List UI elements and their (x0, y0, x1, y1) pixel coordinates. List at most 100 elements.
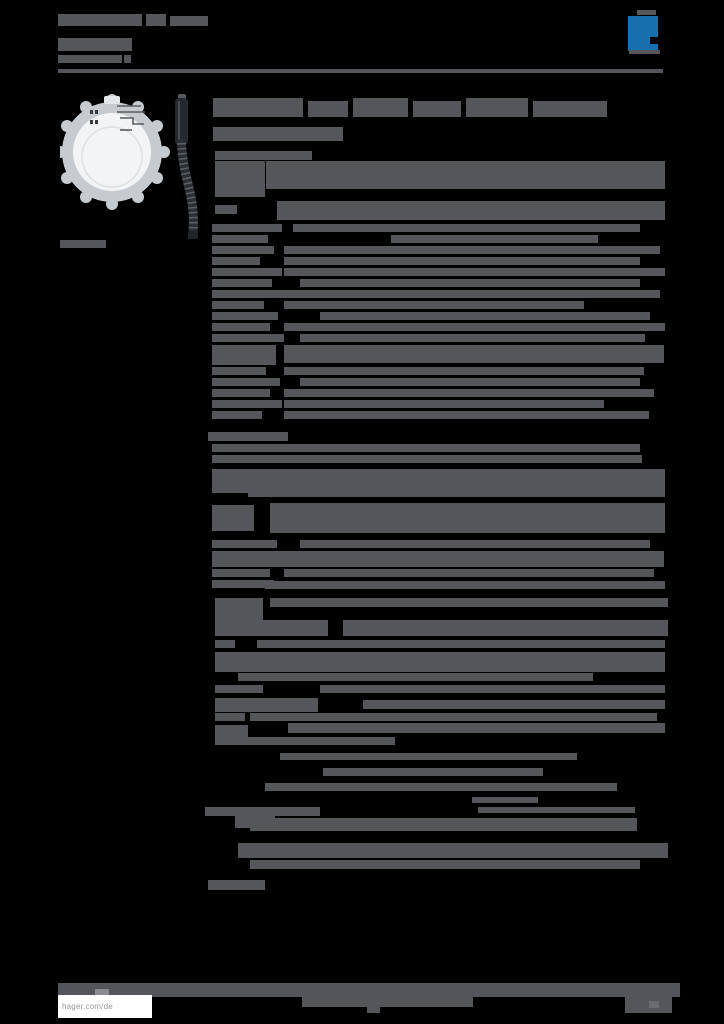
redacted-text-line (212, 312, 278, 320)
redacted-text-line (323, 768, 543, 776)
redacted-text-line (284, 411, 649, 419)
redacted-text-line (391, 235, 598, 243)
redacted-product-ref (60, 240, 106, 248)
redacted-text-line (212, 246, 274, 254)
redacted-title-segment (413, 101, 461, 117)
redacted-header-line (124, 55, 131, 63)
hager-logo-icon (628, 16, 658, 53)
redacted-text-line (212, 580, 274, 588)
redacted-text-line (215, 713, 245, 721)
redacted-text-line (212, 378, 280, 386)
redacted-text-line (212, 367, 266, 375)
redacted-header-line (58, 55, 122, 63)
redacted-text-line (248, 737, 395, 745)
redacted-text-line (248, 469, 665, 497)
redacted-title-segment (213, 98, 303, 117)
redacted-text-line (288, 723, 665, 733)
footer-page-info-inner (649, 1001, 659, 1008)
redacted-text-line (212, 400, 282, 408)
redacted-header-line (170, 16, 208, 26)
redacted-logo-text (629, 50, 660, 54)
redacted-text-line (284, 301, 584, 309)
redacted-text-line (212, 389, 270, 397)
redacted-text-line (238, 843, 668, 858)
redacted-text-line (472, 797, 538, 803)
redacted-text-line (250, 713, 657, 721)
redacted-footer-center (302, 997, 473, 1007)
redacted-text-line (257, 640, 665, 648)
redacted-text-line (215, 161, 265, 197)
redacted-text-line (215, 652, 665, 672)
redacted-subtitle (213, 127, 343, 141)
round-device (60, 94, 170, 210)
redacted-text-line (250, 455, 642, 463)
redacted-text-line (277, 201, 665, 220)
redacted-text-line (212, 569, 270, 577)
redacted-text-line (266, 161, 665, 189)
redacted-text-line (300, 540, 650, 548)
footer-band (58, 983, 680, 997)
redacted-text-line (284, 323, 665, 331)
redacted-text-line (212, 301, 264, 309)
redacted-header-line (58, 38, 132, 51)
redacted-text-line (212, 235, 268, 243)
sensor-probe (175, 94, 198, 239)
redacted-text-line (320, 312, 650, 320)
redacted-text-line (284, 551, 664, 567)
plate-diagram (117, 105, 145, 131)
redacted-logo-text (637, 10, 656, 15)
redacted-text-line (215, 640, 235, 648)
header-divider-rule (58, 69, 663, 73)
redacted-header-line (146, 14, 166, 26)
redacted-text-line (265, 783, 617, 791)
redacted-text-line (208, 880, 265, 890)
redacted-text-line (284, 345, 664, 363)
redacted-text-line (215, 725, 248, 745)
redacted-text-line (212, 279, 272, 287)
redacted-text-line (215, 205, 237, 214)
redacted-text-line (300, 334, 645, 342)
redacted-text-line (205, 807, 320, 816)
redacted-text-line (280, 753, 577, 760)
redacted-text-line (212, 224, 282, 232)
redacted-text-line (248, 444, 640, 452)
redacted-text-line (284, 290, 660, 298)
footer-website-link[interactable]: hager.com/de (62, 1002, 113, 1011)
redacted-text-line (284, 569, 654, 577)
redacted-text-line (212, 345, 276, 365)
redacted-text-line (212, 323, 270, 331)
redacted-text-line (215, 598, 263, 622)
footer-page-info-block (625, 997, 672, 1013)
redacted-text-line (238, 673, 593, 681)
redacted-text-line (208, 432, 288, 441)
redacted-text-line (212, 257, 260, 265)
footer-notch (95, 989, 109, 995)
redacted-text-line (284, 400, 604, 408)
redacted-text-line (215, 685, 263, 693)
redacted-text-line (250, 860, 640, 869)
redacted-text-line (293, 224, 640, 232)
redacted-text-line (212, 551, 287, 567)
redacted-text-line (284, 389, 654, 397)
product-photo (60, 94, 198, 239)
redacted-text-line (265, 581, 665, 589)
redacted-text-line (284, 268, 665, 276)
redacted-text-line (270, 503, 665, 533)
redacted-text-line (212, 290, 286, 298)
redacted-text-line (215, 620, 328, 636)
redacted-text-line (284, 257, 640, 265)
redacted-text-line (212, 411, 262, 419)
redacted-title-segment (466, 98, 528, 117)
redacted-text-line (478, 807, 635, 813)
redacted-header-line (58, 14, 142, 26)
redacted-text-line (212, 268, 282, 276)
redacted-text-line (320, 685, 665, 693)
plate-markings (90, 110, 98, 124)
redacted-text-line (212, 505, 254, 531)
redacted-text-line (250, 818, 637, 831)
redacted-text-line (284, 367, 644, 375)
redacted-title-segment (533, 101, 607, 117)
redacted-title-segment (308, 101, 348, 117)
redacted-footer-center (367, 1007, 380, 1013)
